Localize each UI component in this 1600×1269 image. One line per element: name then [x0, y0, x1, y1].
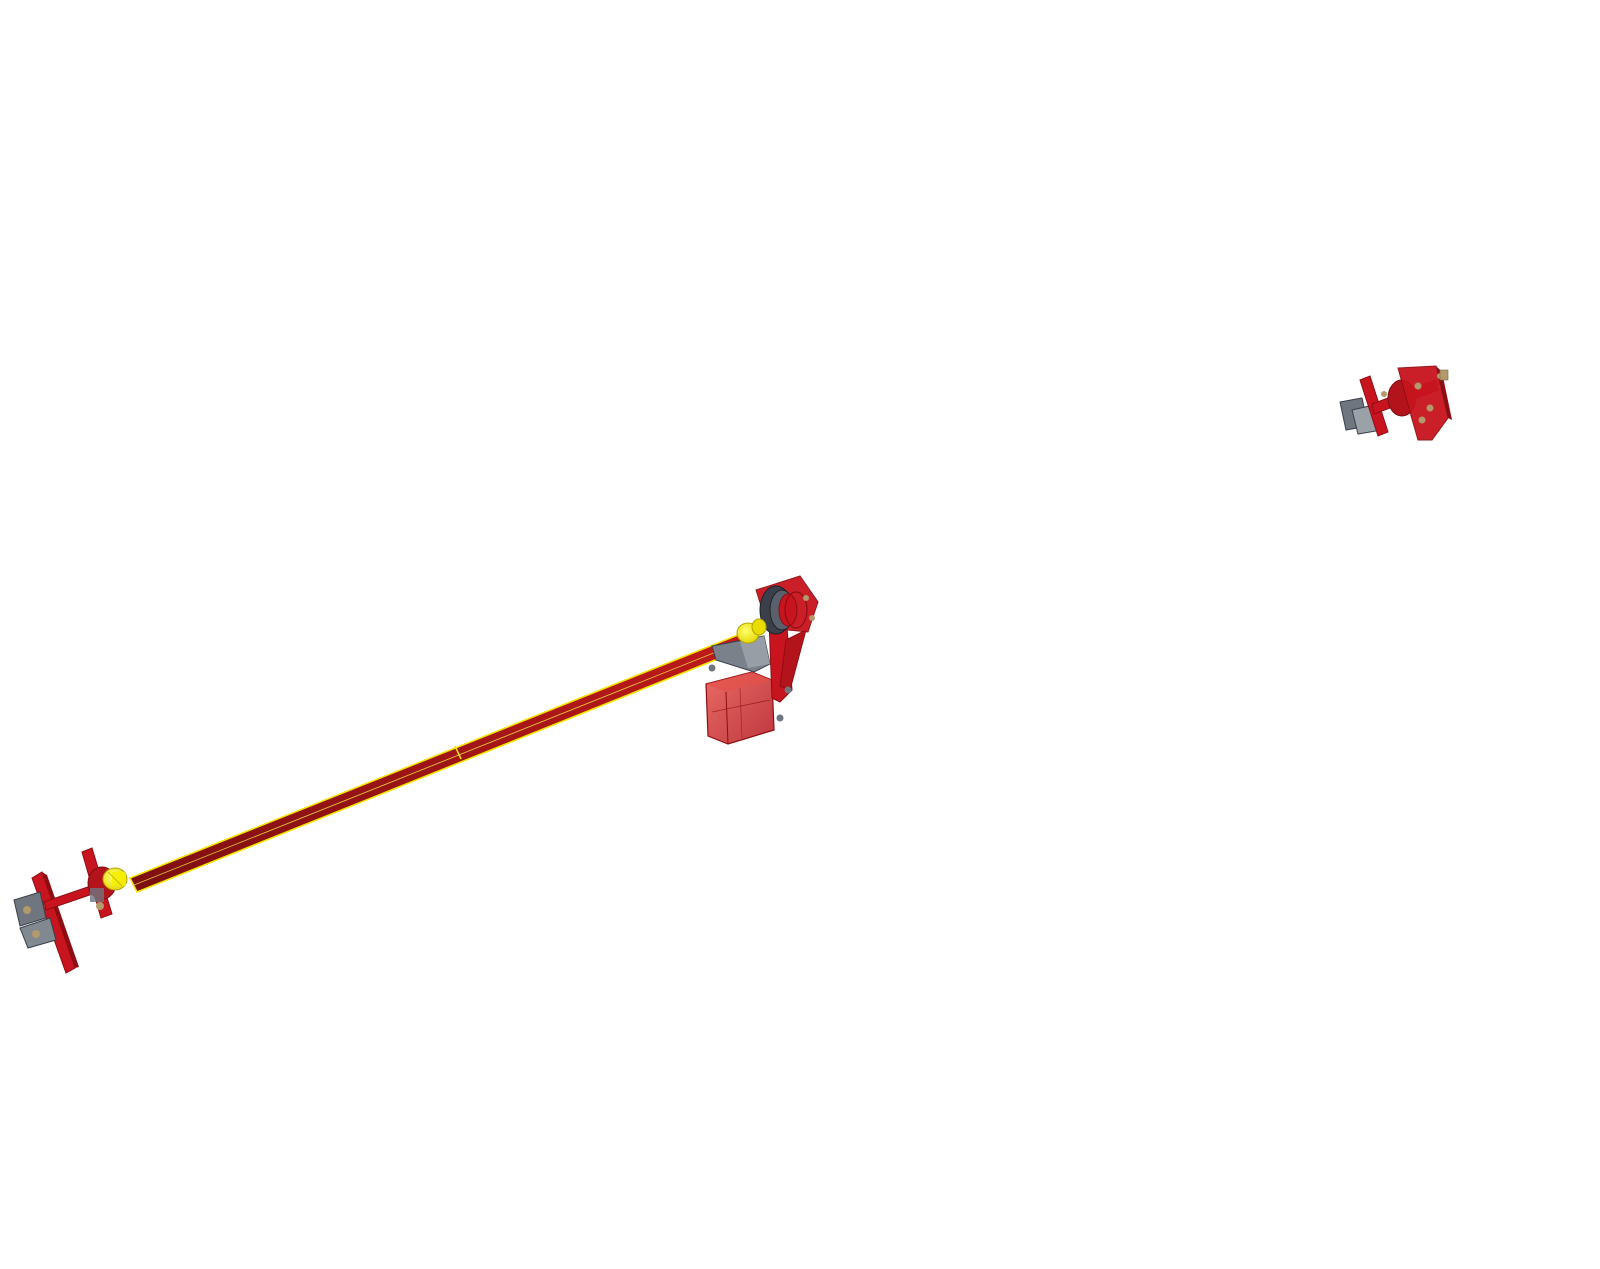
left-bearing-support-assembly[interactable] [13, 847, 128, 974]
drive-bolt-5 [708, 664, 716, 672]
shaft-centerline [133, 637, 752, 886]
drive-bolt-1 [803, 595, 809, 601]
left-shaft-coupling[interactable] [102, 867, 128, 891]
left-gray-insert [90, 888, 104, 902]
left-bearing-bolt [96, 902, 104, 910]
shaft-joint [454, 745, 462, 760]
drive-shaft[interactable] [128, 629, 757, 894]
remote-bolt-5 [1381, 391, 1387, 397]
drive-bolt-4 [776, 714, 784, 722]
motor-gray-bracket-face [740, 636, 770, 668]
remote-bearing-support-assembly[interactable] [1339, 365, 1452, 441]
drive-shaft-coupling[interactable] [736, 618, 767, 644]
left-mount-plate-edge [42, 872, 79, 968]
left-bolt-2 [32, 930, 40, 938]
left-bolt-1 [23, 906, 31, 914]
drive-bolt-2 [809, 615, 815, 621]
remote-bolt-2 [1426, 404, 1434, 412]
drive-pulley-disc[interactable] [759, 585, 808, 635]
remote-end-cap [1439, 369, 1449, 381]
remote-bolt-1 [1414, 382, 1422, 390]
remote-bolt-3 [1418, 416, 1426, 424]
gearbox-housing[interactable] [705, 671, 775, 745]
gear-motor-drive-unit[interactable] [705, 575, 819, 745]
drive-bolt-3 [784, 686, 792, 694]
